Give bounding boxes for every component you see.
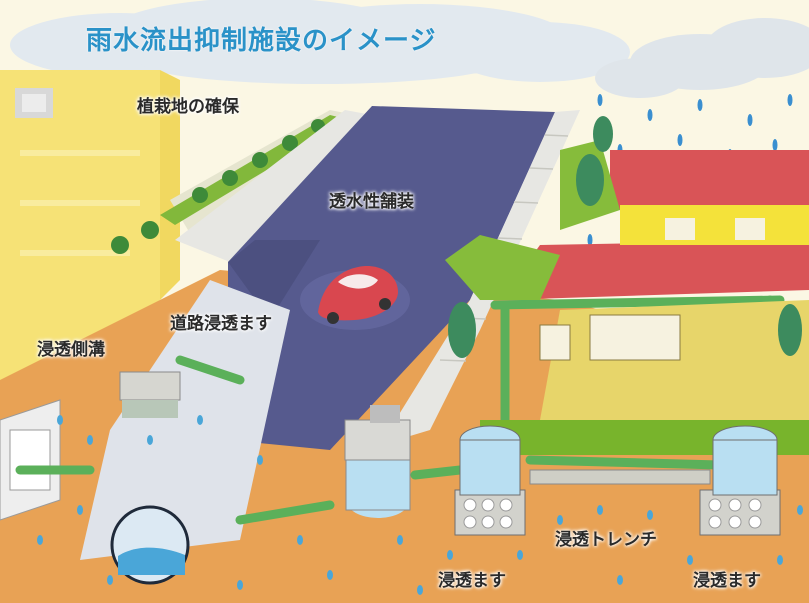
pipe-cutaway — [80, 280, 290, 585]
basin-left — [454, 425, 526, 536]
road-basin — [344, 405, 411, 518]
title: 雨水流出抑制施設のイメージ — [86, 26, 437, 56]
water-drops — [37, 415, 803, 595]
label-infiltration-gutter: 浸透側溝 — [37, 340, 105, 360]
label-permeable-pavement: 透水性舗装 — [329, 192, 414, 212]
trees — [448, 116, 802, 358]
label-road-infiltration-basin: 道路浸透ます — [170, 314, 272, 334]
label-infiltration-trench: 浸透トレンチ — [555, 530, 657, 550]
car — [300, 265, 410, 330]
title-cloud — [10, 0, 630, 84]
label-infiltration-basin-right: 浸透ます — [693, 571, 761, 591]
trench — [529, 469, 711, 485]
pipes — [15, 295, 785, 525]
gutter — [0, 371, 181, 521]
label-planting: 植栽地の確保 — [137, 97, 239, 117]
basin-right — [699, 425, 781, 536]
rain-cloud — [595, 18, 809, 98]
sidewalk-right — [380, 110, 580, 445]
left-building — [0, 70, 180, 420]
label-infiltration-basin-left: 浸透ます — [438, 571, 506, 591]
sidewalk-left — [175, 110, 372, 262]
